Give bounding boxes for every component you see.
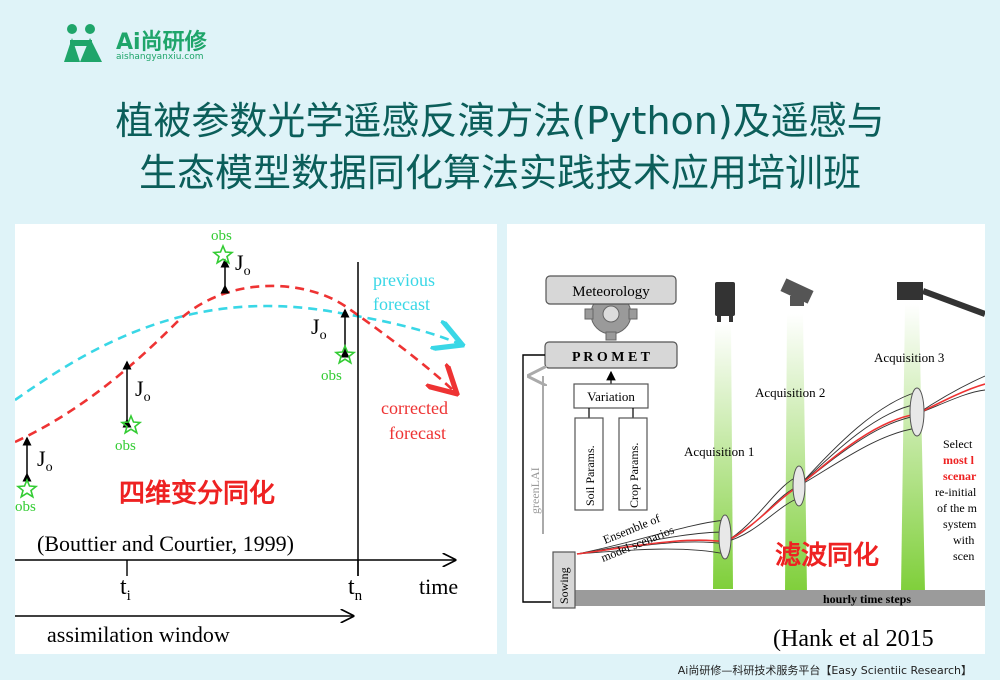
select-text-8: scen [953, 549, 974, 563]
corrected-forecast-label-1: corrected [381, 398, 448, 418]
beam-3 [901, 304, 925, 592]
brand-logo: Ai尚研修 aishangyanxiu.com [62, 22, 262, 66]
satellite-1-icon [715, 282, 735, 322]
jo-label-2: Jo [135, 376, 151, 405]
acq2-ellipse [792, 465, 806, 507]
select-text-4: re-initial [935, 485, 977, 499]
obs-star-3 [211, 243, 235, 265]
select-text-7: with [953, 533, 974, 547]
footer-text: Ai尚研修—科研技术服务平台【Easy Scientiic Research】 [677, 664, 972, 677]
corrected-forecast-label-2: forecast [389, 423, 446, 443]
select-text-2: most l [943, 453, 975, 467]
logo-name: Ai尚研修 [116, 30, 207, 55]
acquisition-1-label: Acquisition 1 [684, 444, 754, 459]
sowing-box [552, 551, 576, 609]
soil-params-box [574, 417, 604, 511]
satellite-2-icon [780, 278, 814, 306]
satellite-3-icon [897, 282, 985, 317]
page-title-line2: 生态模型数据同化算法实践技术应用培训班 [138, 151, 861, 195]
obs-label-2: obs [115, 438, 136, 454]
jo-label-3: Jo [235, 250, 251, 279]
crop-params-box [618, 417, 648, 511]
4dvar-diagram-panel: Jo Jo Jo Jo obs obs obs obs previous for… [15, 224, 497, 654]
acquisition-3-label: Acquisition 3 [874, 350, 944, 365]
4dvar-chinese-label: 四维变分同化 [119, 478, 275, 508]
select-text-5: of the m [937, 501, 978, 515]
feedback-loop-line [522, 354, 551, 603]
obs-star-2 [119, 413, 143, 435]
logo-domain: aishangyanxiu.com [116, 52, 204, 62]
obs-label-1: obs [15, 499, 36, 515]
4dvar-diagram: Jo Jo Jo Jo obs obs obs obs previous for… [15, 228, 497, 647]
time-steps-label: hourly time steps [823, 592, 911, 606]
bouttier-citation: (Bouttier and Courtier, 1999) [37, 531, 294, 556]
people-logo-icon [64, 24, 102, 62]
assimilation-window-label: assimilation window [47, 622, 230, 647]
jo-label-4: Jo [311, 314, 327, 343]
promet-label: P R O M E T [572, 350, 651, 365]
crop-params-label: Crop Params. [627, 443, 641, 508]
select-text-1: Select [943, 437, 973, 451]
select-text-6: system [943, 517, 977, 531]
time-label: time [419, 574, 458, 599]
select-text-3: scenar [943, 469, 977, 483]
acquisition-2-label: Acquisition 2 [755, 385, 825, 400]
soil-params-label: Soil Params. [583, 445, 597, 506]
meteorology-box [545, 275, 677, 305]
variation-box [573, 383, 649, 409]
obs-star-4 [333, 343, 357, 365]
variation-label: Variation [587, 389, 635, 404]
beam-2 [785, 314, 807, 592]
filter-diagram-panel: Meteorology P R O M E T Variation Soil P… [507, 224, 985, 654]
time-steps-bar [575, 590, 985, 606]
greenlai-label: greenLAI [528, 467, 542, 514]
corrected-forecast-curve [15, 284, 455, 444]
acq3-ellipse [909, 387, 925, 437]
hank-citation: (Hank et al 2015 [773, 626, 934, 652]
previous-forecast-label-2: forecast [373, 294, 430, 314]
acq1-ellipse [718, 514, 732, 560]
filter-diagram: Meteorology P R O M E T Variation Soil P… [522, 275, 985, 652]
previous-forecast-curve [15, 304, 460, 402]
meteorology-label: Meteorology [572, 284, 650, 300]
obs-label-4: obs [321, 368, 342, 384]
sowing-label: Sowing [557, 567, 571, 604]
filter-chinese-label: 滤波同化 [775, 541, 879, 570]
obs-label-3: obs [211, 228, 232, 244]
ti-label: ti [120, 574, 131, 604]
page-title-line1: 植被参数光学遥感反演方法(Python)及遥感与 [115, 99, 885, 143]
tn-label: tn [348, 574, 363, 604]
jo-label-1: Jo [37, 446, 53, 475]
obs-star-1 [15, 477, 39, 499]
previous-forecast-label-1: previous [373, 270, 435, 290]
